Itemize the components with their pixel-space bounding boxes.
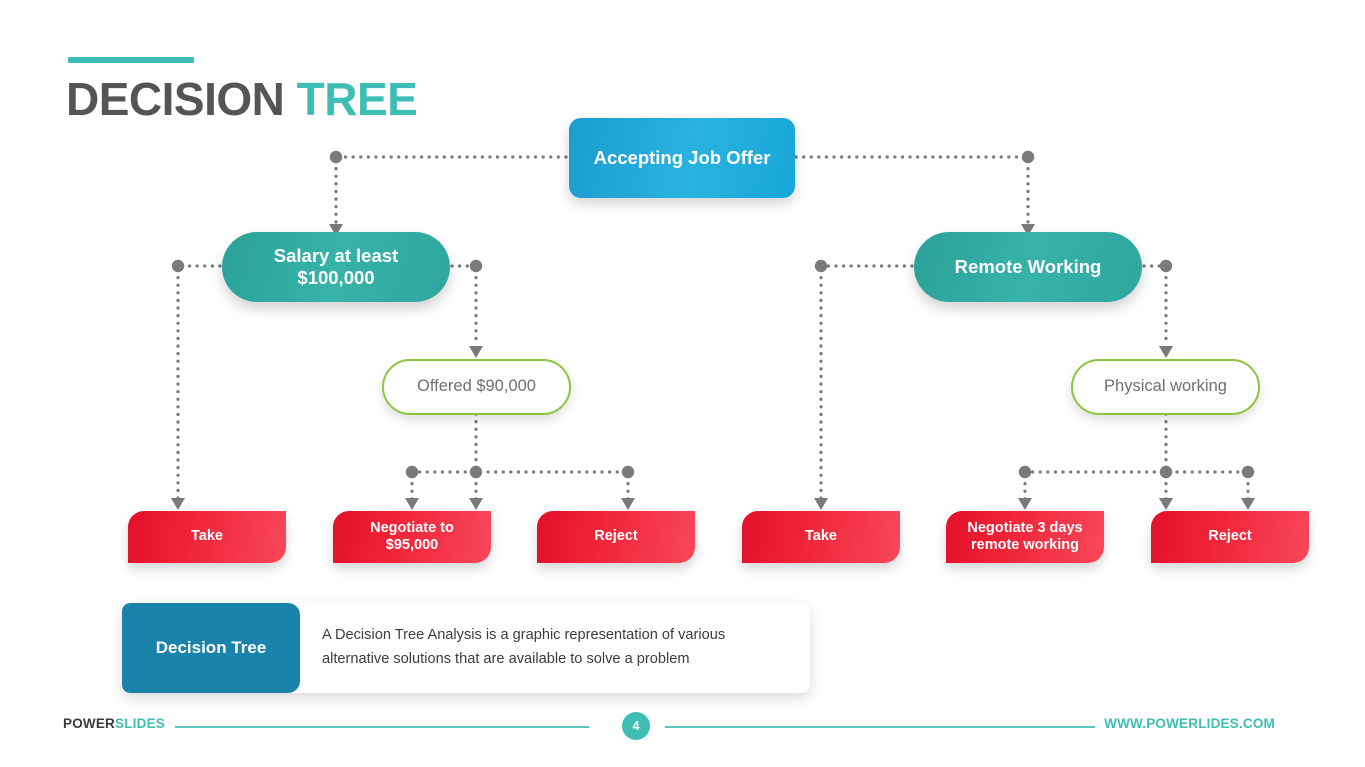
legend-panel: Decision Tree A Decision Tree Analysis i… xyxy=(122,603,810,693)
node-decision-remote-label: Remote Working xyxy=(954,256,1102,278)
node-leaf-negotiate-3-days-label: Negotiate 3 days remote working xyxy=(967,520,1082,554)
page-number-badge: 4 xyxy=(622,712,650,740)
node-chance-offered-label: Offered $90,000 xyxy=(417,377,536,396)
node-leaf-negotiate-95000[interactable]: Negotiate to $95,000 xyxy=(333,511,491,563)
node-decision-salary-label: Salary at least $100,000 xyxy=(274,245,398,289)
node-decision-remote-working[interactable]: Remote Working xyxy=(914,232,1142,302)
legend-tag-label: Decision Tree xyxy=(155,638,267,657)
page-number-label: 4 xyxy=(632,719,640,733)
node-leaf-take-salary-label: Take xyxy=(191,528,223,545)
node-leaf-negotiate-95000-label: Negotiate to $95,000 xyxy=(370,520,454,554)
node-decision-salary-line2: $100,000 xyxy=(297,267,375,288)
node-leaf-negotiate-3-days[interactable]: Negotiate 3 days remote working xyxy=(946,511,1104,563)
legend-description-text: A Decision Tree Analysis is a graphic re… xyxy=(322,627,726,667)
footer-website-url-label: WWW.POWERLIDES.COM xyxy=(1104,716,1275,731)
node-chance-offered-90000[interactable]: Offered $90,000 xyxy=(382,359,571,415)
node-leaf-negotiate-3-days-line1: Negotiate 3 days xyxy=(967,519,1083,536)
node-root-accepting-job-offer[interactable]: Accepting Job Offer xyxy=(569,118,795,198)
footer-divider-left xyxy=(175,726,589,728)
node-leaf-reject-remote[interactable]: Reject xyxy=(1151,511,1309,563)
node-leaf-reject-salary-label: Reject xyxy=(594,528,638,545)
title-accent-rule xyxy=(68,57,194,63)
node-leaf-reject-remote-label: Reject xyxy=(1208,528,1252,545)
footer-brand: POWERSLIDES xyxy=(63,716,165,731)
node-decision-salary-line1: Salary at least xyxy=(273,245,399,267)
legend-description: A Decision Tree Analysis is a graphic re… xyxy=(300,603,810,693)
connector-dots xyxy=(171,150,1255,479)
page-title-main: DECISION xyxy=(66,73,285,125)
page-title-accent: TREE xyxy=(296,73,418,125)
node-leaf-take-salary[interactable]: Take xyxy=(128,511,286,563)
node-decision-salary[interactable]: Salary at least $100,000 xyxy=(222,232,450,302)
node-leaf-negotiate-95000-line1: Negotiate to xyxy=(370,519,454,536)
node-chance-physical-working[interactable]: Physical working xyxy=(1071,359,1260,415)
footer-brand-main: POWER xyxy=(63,716,116,731)
footer-divider-right xyxy=(665,726,1095,728)
node-leaf-reject-salary[interactable]: Reject xyxy=(537,511,695,563)
node-leaf-take-remote[interactable]: Take xyxy=(742,511,900,563)
node-leaf-negotiate-95000-line2: $95,000 xyxy=(385,537,439,553)
legend-tag: Decision Tree xyxy=(122,603,300,693)
footer-website-url[interactable]: WWW.POWERLIDES.COM xyxy=(1104,716,1275,731)
node-root-label: Accepting Job Offer xyxy=(593,147,771,169)
node-chance-physical-label: Physical working xyxy=(1104,377,1227,396)
node-leaf-negotiate-3-days-line2: remote working xyxy=(971,537,1079,553)
footer-brand-accent: SLIDES xyxy=(115,716,165,731)
node-leaf-take-remote-label: Take xyxy=(805,528,837,545)
page-title: DECISION TREE xyxy=(66,72,418,126)
